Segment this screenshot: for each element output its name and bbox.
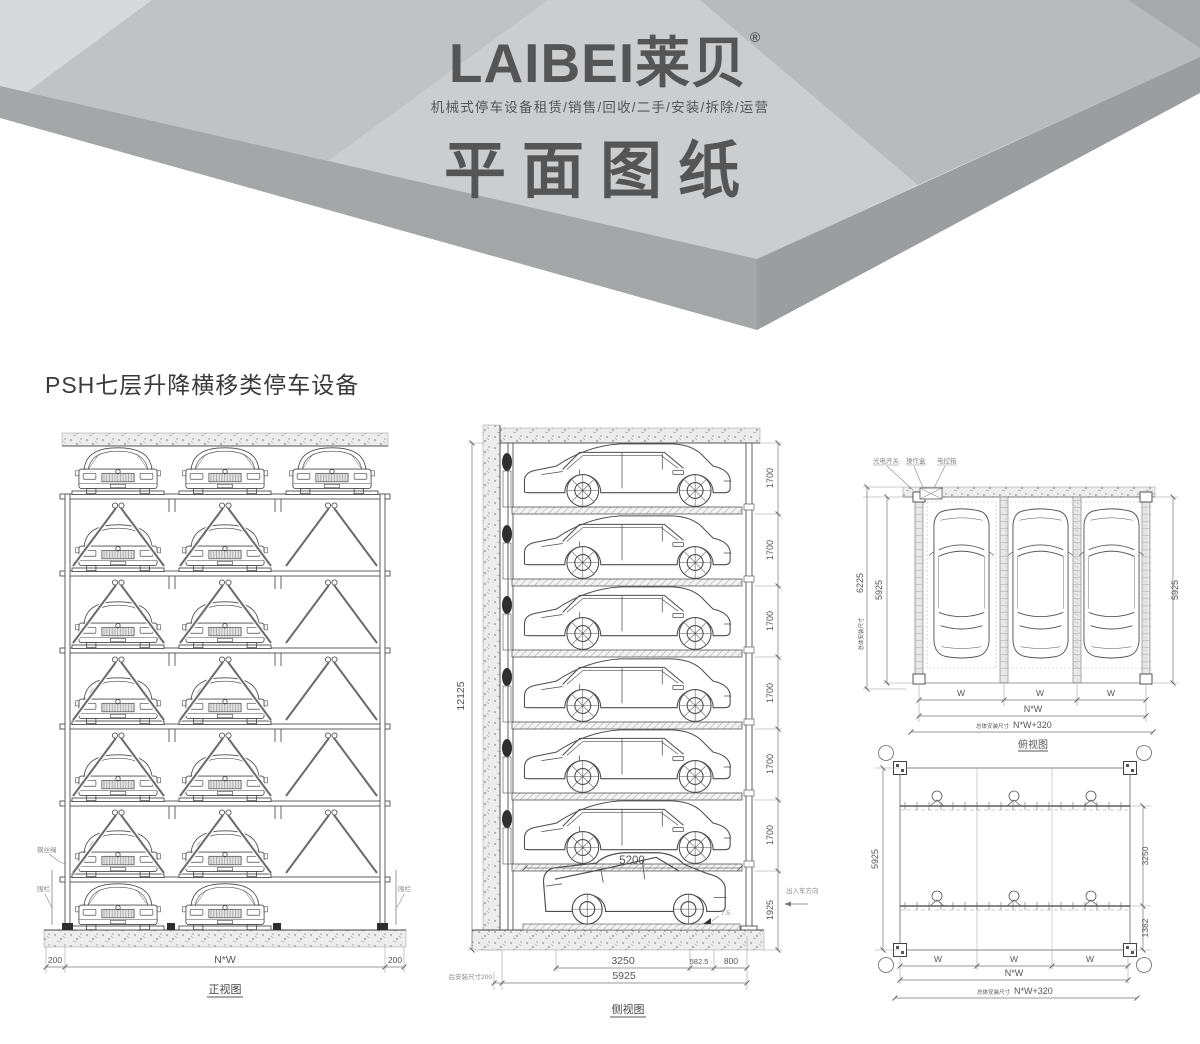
registered-mark: ® xyxy=(750,29,761,45)
dim-left-200: 200 xyxy=(48,955,62,965)
bolt-circles xyxy=(929,790,1099,907)
plan-bay-w-3: W xyxy=(1107,688,1115,698)
operate-box-label: 操作盒 xyxy=(906,456,926,465)
photocell-label: 光电开关 xyxy=(873,456,900,465)
dim-entry-apron: 800 xyxy=(724,956,738,966)
page-title: 平面图纸 xyxy=(444,137,756,206)
foundation-rear-edge: 1382 xyxy=(1140,918,1150,937)
front-view-drawing: 200 N*W 200 钢丝绳 围栏 围栏 正视图 xyxy=(37,432,412,998)
plan-view-drawing: 光电开关 操作盒 电控箱 5925 总体安装尺寸 6225 5925 W W W… xyxy=(855,456,1180,752)
header-facets xyxy=(0,0,1200,330)
plan-annotations: 光电开关 操作盒 电控箱 xyxy=(873,456,957,491)
plan-cars xyxy=(928,508,1145,659)
dim-level-3: 1700 xyxy=(765,611,775,631)
plan-overall-width-value: N*W+320 xyxy=(1013,720,1052,730)
plan-bay-w-2: W xyxy=(1036,688,1044,698)
foundation-bay-w-1: W xyxy=(934,954,942,964)
hoist-rope-label: 钢丝绳 xyxy=(37,845,57,854)
fence-right-label: 围栏 xyxy=(398,884,412,893)
dim-nw: N*W xyxy=(214,954,236,966)
foundation-overall-width-value: N*W+320 xyxy=(1014,986,1053,996)
side-cars xyxy=(502,444,742,931)
foundation-overall-width-label: 总体安装尺寸 xyxy=(977,988,1011,996)
front-cars xyxy=(71,447,379,931)
foundation-bay-w-2: W xyxy=(1010,954,1018,964)
overall-depth-label: 总体安装尺寸 xyxy=(857,617,865,651)
fence-left-label: 围栏 xyxy=(37,884,51,893)
dim-rear-install: 后安装尺寸200 xyxy=(449,972,493,981)
foundation-dimensions: 5925 3250 1382 W W W N*W 总体安装尺寸 N*W+320 xyxy=(870,765,1151,1001)
foundation-bay-w-3: W xyxy=(1086,954,1094,964)
front-anchors xyxy=(62,923,388,930)
dim-depth-right: 5925 xyxy=(1170,580,1180,600)
brand-tagline: 机械式停车设备租赁/销售/回收/二手/安装/拆除/运营 xyxy=(431,99,769,115)
dim-depth-left: 5925 xyxy=(874,580,884,600)
front-annotations: 钢丝绳 围栏 围栏 xyxy=(37,845,412,909)
dim-total-height: 12125 xyxy=(455,681,467,710)
dim-car-length: 5200 xyxy=(619,855,645,867)
side-dimensions: 12125 1700 1700 1700 1700 1700 1700 1925… xyxy=(449,440,782,990)
dim-level-1: 1700 xyxy=(765,468,775,488)
dim-level-2: 1700 xyxy=(765,540,775,560)
overall-depth-value: 6225 xyxy=(855,573,865,593)
dim-total-depth: 5925 xyxy=(612,970,636,982)
front-structure xyxy=(43,432,407,948)
side-structure xyxy=(471,424,765,951)
plan-nw: N*W xyxy=(1024,704,1043,714)
section-heading: PSH七层升降横移类停车设备 xyxy=(45,372,360,398)
foundation-structure xyxy=(878,745,1152,973)
direction-arrow-icon xyxy=(784,901,791,907)
plan-bay-w-1: W xyxy=(957,688,965,698)
side-view-caption: 侧视图 xyxy=(612,1002,645,1016)
plan-dimensions: 5925 总体安装尺寸 6225 5925 W W W N*W 总体安装尺寸 N… xyxy=(855,484,1180,735)
drive-direction: 出入车方向 xyxy=(784,886,819,907)
dim-ground-level: 1925 xyxy=(765,900,775,920)
header-banner: LAIBEI莱贝 ® 机械式停车设备租赁/销售/回收/二手/安装/拆除/运营 平… xyxy=(0,0,1200,336)
foundation-depth: 5925 xyxy=(870,849,880,869)
dim-front-overhang: 582.5 xyxy=(690,957,709,966)
front-dimensions: 200 N*W 200 xyxy=(43,947,407,973)
drive-direction-label: 出入车方向 xyxy=(786,886,819,895)
dim-level-6: 1700 xyxy=(765,825,775,845)
brand-logo: LAIBEI莱贝 xyxy=(449,32,747,94)
foundation-plan-drawing: 5925 3250 1382 W W W N*W 总体安装尺寸 N*W+320 xyxy=(870,745,1152,1001)
foundation-nw: N*W xyxy=(1005,968,1024,978)
front-view-caption: 正视图 xyxy=(209,982,242,996)
dim-level-4: 1700 xyxy=(765,683,775,703)
corner-plates xyxy=(912,491,1153,685)
dim-platform-length: 3250 xyxy=(611,955,635,967)
plan-overall-width-label: 总体安装尺寸 xyxy=(976,722,1010,730)
plan-structure xyxy=(902,486,1156,685)
foundation-rail-spacing: 3250 xyxy=(1140,846,1150,865)
plan-view-caption: 俯视图 xyxy=(1018,738,1048,751)
dim-level-5: 1700 xyxy=(765,754,775,774)
side-view-drawing: 12125 1700 1700 1700 1700 1700 1700 1925… xyxy=(449,424,819,1018)
dim-wheel-stop: 7.5 xyxy=(721,910,730,917)
column-marks xyxy=(878,745,1152,973)
dim-right-200: 200 xyxy=(388,955,402,965)
control-box-label: 电控箱 xyxy=(937,456,957,465)
